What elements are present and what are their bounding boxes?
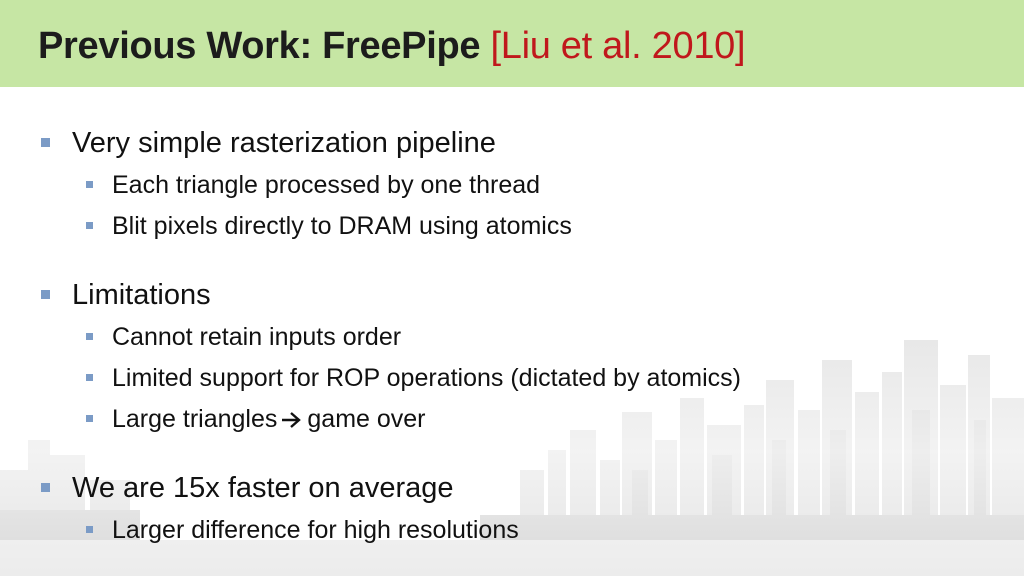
sub-bullet-text: Larger difference for high resolutions — [112, 516, 519, 544]
title-citation: [Liu et al. 2010] — [490, 25, 746, 67]
sub-bullet-marker-icon — [86, 222, 93, 229]
sub-bullet-text: Each triangle processed by one thread — [112, 171, 541, 199]
sub-bullet-item: Cannot retain inputs order — [86, 322, 402, 352]
arrow-right-icon — [282, 412, 302, 428]
sub-bullet-text: Limited support for ROP operations (dict… — [112, 364, 741, 392]
bullet-text: We are 15x faster on average — [72, 472, 454, 504]
bullet-marker-icon — [41, 290, 50, 299]
sub-bullet-text-before-arrow: Large triangles — [112, 405, 278, 433]
title-main: Previous Work: FreePipe — [38, 25, 481, 67]
sub-bullet-marker-icon — [86, 526, 93, 533]
sub-bullet-item: Larger difference for high resolutions — [86, 515, 519, 545]
bullet-marker-icon — [41, 138, 50, 147]
sub-bullet-marker-icon — [86, 415, 93, 422]
sub-bullet-text: Cannot retain inputs order — [112, 323, 402, 351]
title-bar: Previous Work: FreePipe [Liu et al. 2010… — [0, 0, 1024, 87]
sub-bullet-item: Blit pixels directly to DRAM using atomi… — [86, 211, 572, 241]
bullet-text: Very simple rasterization pipeline — [72, 127, 496, 159]
sub-bullet-marker-icon — [86, 374, 93, 381]
bullet-item: Very simple rasterization pipeline — [41, 126, 496, 160]
bullet-marker-icon — [41, 483, 50, 492]
sub-bullet-text: Blit pixels directly to DRAM using atomi… — [112, 212, 572, 240]
sub-bullet-item: Limited support for ROP operations (dict… — [86, 363, 741, 393]
bullet-item: Limitations — [41, 278, 211, 312]
bullet-item: We are 15x faster on average — [41, 471, 454, 505]
sub-bullet-text-after-arrow: game over — [307, 405, 426, 433]
sub-bullet-item: Each triangle processed by one thread — [86, 170, 541, 200]
sub-bullet-item: Large triangles game over — [86, 404, 426, 434]
sub-bullet-marker-icon — [86, 181, 93, 188]
slide-title: Previous Work: FreePipe [Liu et al. 2010… — [38, 22, 746, 70]
sub-bullet-marker-icon — [86, 333, 93, 340]
bullet-text: Limitations — [72, 279, 211, 311]
